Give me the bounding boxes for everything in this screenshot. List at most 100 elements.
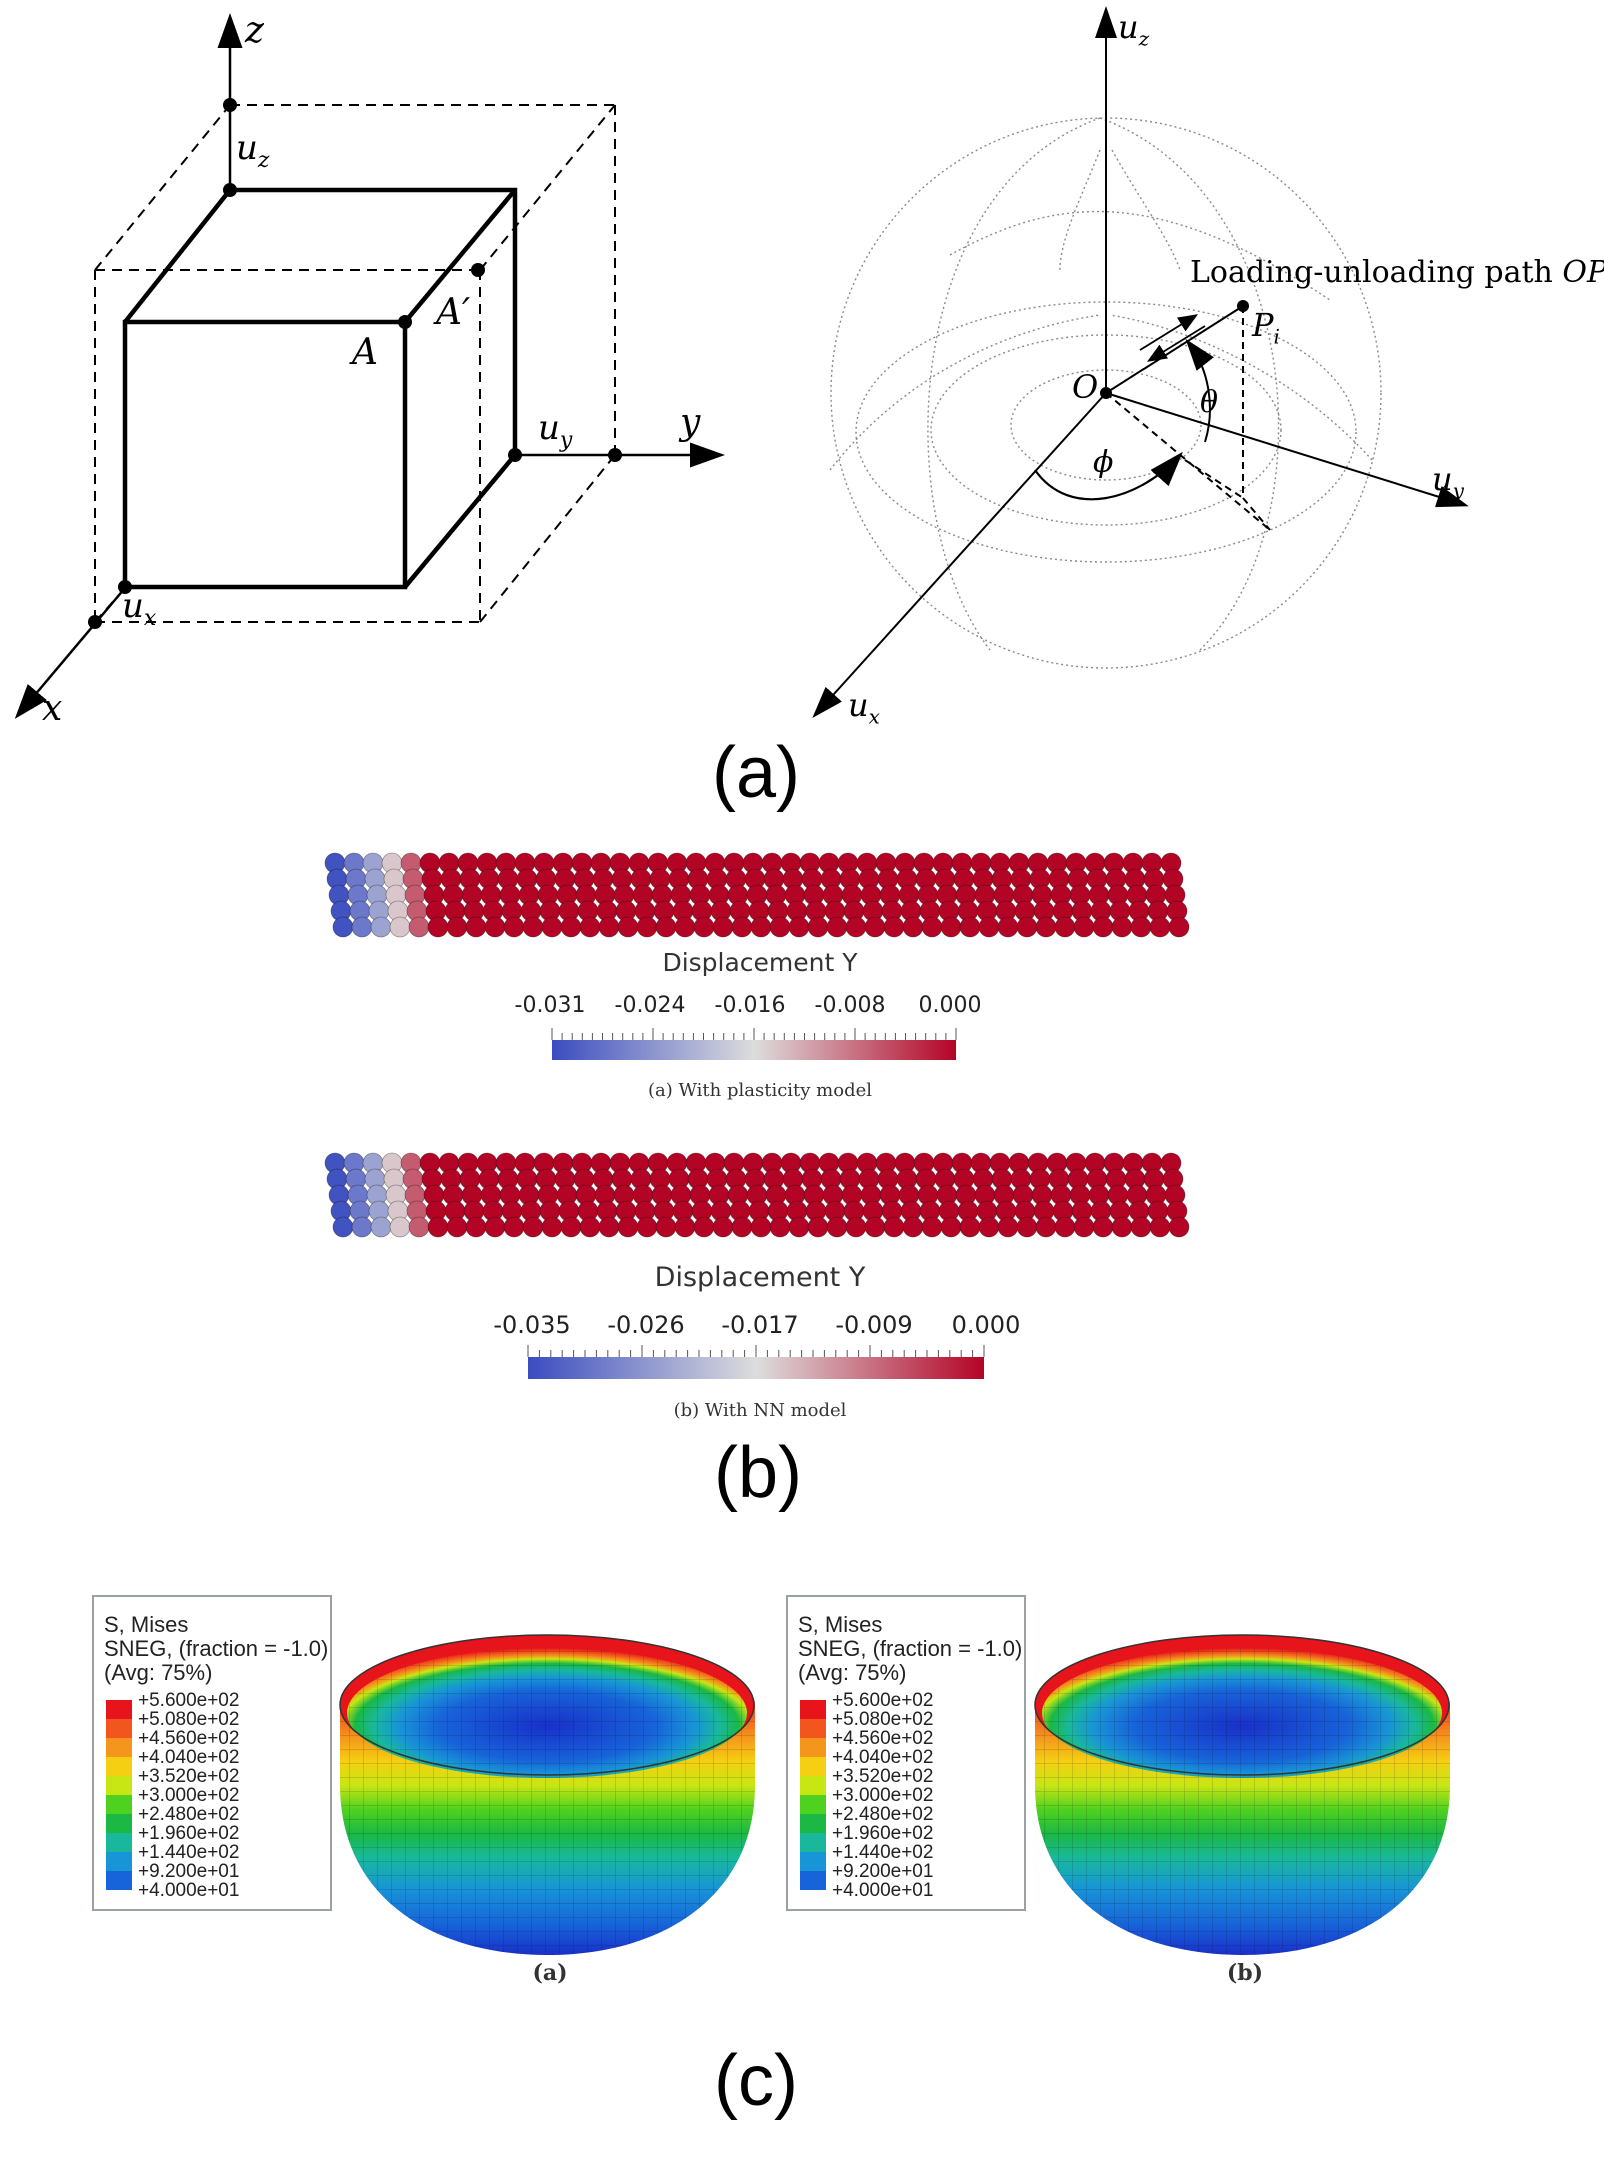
legend-swatch	[106, 1852, 132, 1871]
stress-bowl-left	[339, 1634, 755, 1955]
particle	[598, 916, 620, 938]
particle	[351, 916, 373, 938]
axis-x-label: x	[42, 688, 63, 729]
particle	[541, 916, 563, 938]
point-pi-label: Pi	[1252, 306, 1280, 349]
legend-swatch	[106, 1871, 132, 1890]
particle	[1092, 916, 1114, 938]
particle	[826, 1216, 848, 1238]
colorbar-tick-label: -0.026	[607, 1311, 685, 1339]
theta-label: θ	[1200, 385, 1219, 420]
particle	[674, 1216, 696, 1238]
particle	[788, 916, 810, 938]
uz-label: uz	[236, 128, 270, 173]
particle	[750, 916, 772, 938]
legend-value: +5.600e+02	[138, 1690, 240, 1711]
colorbar-top	[551, 1028, 957, 1060]
particle	[522, 1216, 544, 1238]
particle	[598, 1216, 620, 1238]
particle	[446, 1216, 468, 1238]
legend-value: +4.560e+02	[138, 1728, 240, 1749]
legend-value: +9.200e+01	[138, 1861, 240, 1882]
particle-bar-plasticity	[324, 852, 1190, 938]
particle	[1111, 1216, 1133, 1238]
legend-swatch	[106, 1833, 132, 1852]
particle	[579, 916, 601, 938]
axis-z-label: z	[245, 10, 264, 51]
particle	[655, 916, 677, 938]
particle	[997, 1216, 1019, 1238]
legend-value: +5.080e+02	[138, 1709, 240, 1730]
particle	[693, 1216, 715, 1238]
legend-swatch	[106, 1719, 132, 1738]
particle	[864, 916, 886, 938]
origin-label: O	[1072, 368, 1099, 406]
particle	[731, 916, 753, 938]
legend-value: +5.080e+02	[832, 1709, 934, 1730]
colorbar-tick-label: -0.016	[714, 993, 786, 1018]
particle	[655, 1216, 677, 1238]
legend-value: +3.000e+02	[832, 1785, 934, 1806]
particle	[579, 1216, 601, 1238]
loading-path-label: Loading-unloading path OPi	[1190, 255, 1604, 290]
particle	[351, 1216, 373, 1238]
legend-value: +3.520e+02	[832, 1766, 934, 1787]
legend-swatch	[800, 1719, 826, 1738]
point-a-label: A	[352, 332, 378, 373]
particle	[408, 1216, 430, 1238]
ux-axis-label: ux	[848, 686, 880, 729]
ux-label: ux	[122, 586, 157, 631]
particle	[427, 1216, 449, 1238]
particle	[408, 916, 430, 938]
legend-swatch	[800, 1871, 826, 1890]
legend-value: +3.000e+02	[138, 1785, 240, 1806]
particle	[560, 1216, 582, 1238]
legend-swatch	[106, 1700, 132, 1719]
particle	[693, 916, 715, 938]
loading-path-diagram	[812, 6, 1469, 718]
legend-swatch	[800, 1738, 826, 1757]
legend-swatch	[106, 1776, 132, 1795]
particle	[1054, 916, 1076, 938]
caption-nn: (b) With NN model	[673, 1400, 847, 1421]
colorbar-tick-label: -0.031	[514, 993, 586, 1018]
particle	[1111, 916, 1133, 938]
legend-swatch	[106, 1795, 132, 1814]
particle	[921, 1216, 943, 1238]
legend-value: +1.960e+02	[832, 1823, 934, 1844]
particle	[750, 1216, 772, 1238]
colorbar-tick-label: 0.000	[918, 993, 982, 1018]
particle	[1016, 916, 1038, 938]
particle	[997, 916, 1019, 938]
colorbar-tick-label: 0.000	[951, 1311, 1021, 1339]
particle	[940, 1216, 962, 1238]
axis-y-label: y	[680, 402, 701, 443]
particle	[617, 916, 639, 938]
particle	[389, 916, 411, 938]
legend-value: +1.440e+02	[138, 1842, 240, 1863]
particle	[1016, 1216, 1038, 1238]
particle	[370, 916, 392, 938]
legend-swatch	[800, 1814, 826, 1833]
particle	[370, 1216, 392, 1238]
particle	[1035, 1216, 1057, 1238]
particle	[978, 1216, 1000, 1238]
legend-value: +4.000e+01	[832, 1880, 934, 1901]
legend-swatch	[800, 1776, 826, 1795]
particle	[1168, 916, 1190, 938]
particle	[560, 916, 582, 938]
colorbar-tick-label: -0.024	[614, 993, 686, 1018]
legend-value: +4.560e+02	[832, 1728, 934, 1749]
particle	[427, 916, 449, 938]
particle	[864, 1216, 886, 1238]
legend-value: +2.480e+02	[138, 1804, 240, 1825]
particle	[465, 916, 487, 938]
colorbar-tick-label: -0.017	[721, 1311, 799, 1339]
particle	[845, 916, 867, 938]
particle	[1130, 1216, 1152, 1238]
particle	[1092, 1216, 1114, 1238]
particle	[845, 1216, 867, 1238]
legend-swatch	[800, 1700, 826, 1719]
legend-swatch	[106, 1757, 132, 1776]
particle	[1149, 1216, 1171, 1238]
